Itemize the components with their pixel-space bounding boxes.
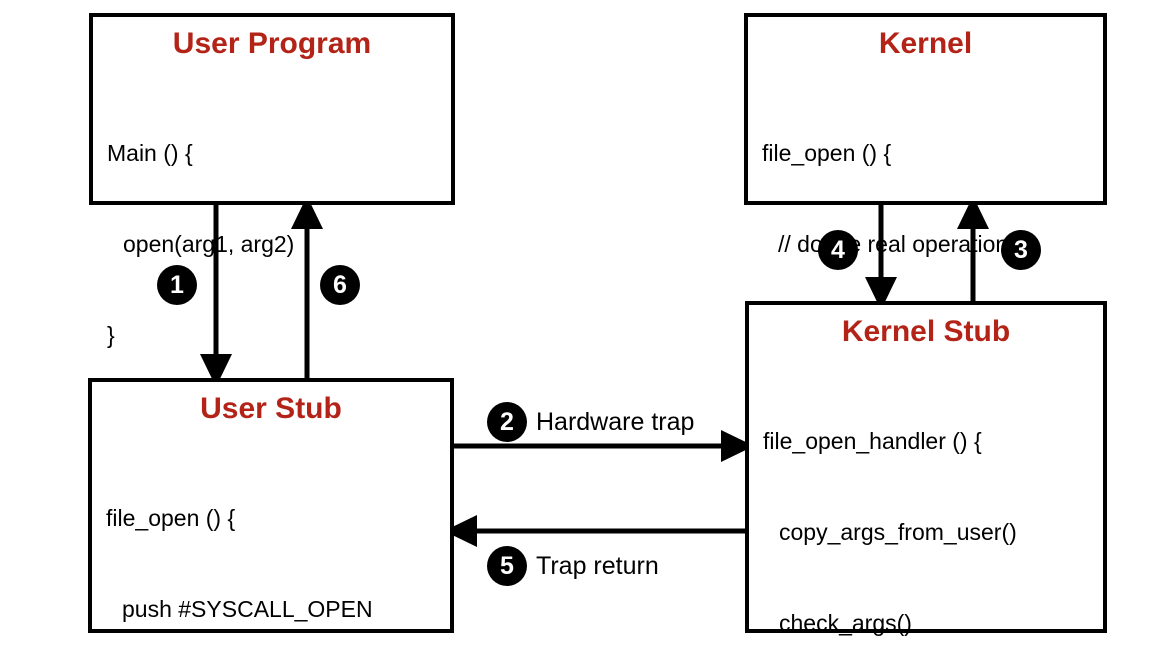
code-line: Main () { [107,139,193,166]
code-line: copy_args_from_user() [779,518,1017,545]
box-kernel-stub-title: Kernel Stub [841,315,1011,348]
code-line: file_open_handler () { [763,427,982,454]
box-user-program-code: Main () { open(arg1, arg2) } [93,77,451,411]
step-badge-1: 1 [157,265,197,305]
code-line: file_open () { [762,139,892,166]
step-badge-2: 2 [487,402,527,442]
box-kernel: Kernel file_open () { // do the real ope… [744,13,1107,348]
code-line: } [107,321,115,348]
code-line: file_open () { [106,504,236,531]
arrow-label-trap-return: Trap return [536,552,659,580]
box-user-program: User Program Main () { open(arg1, arg2) … [89,13,455,348]
box-user-program-title: User Program [172,27,372,60]
box-kernel-title: Kernel [878,27,973,60]
box-user-stub-code: file_open () { push #SYSCALL_OPEN trap r… [92,442,450,658]
code-line: open(arg1, arg2) [123,230,295,257]
code-line: push #SYSCALL_OPEN [122,595,373,622]
code-line: // do the real operation [778,230,1009,257]
box-kernel-stub-code: file_open_handler () { copy_args_from_us… [749,365,1103,658]
box-user-stub: User Stub file_open () { push #SYSCALL_O… [88,378,454,633]
box-user-stub-title: User Stub [200,392,342,425]
arrow-label-hardware-trap: Hardware trap [536,408,695,436]
step-badge-4: 4 [818,230,858,270]
box-kernel-stub: Kernel Stub file_open_handler () { copy_… [745,301,1107,636]
step-badge-5: 5 [487,546,527,586]
code-line: check_args() [779,609,912,636]
step-badge-3: 3 [1001,230,1041,270]
step-badge-6: 6 [320,265,360,305]
